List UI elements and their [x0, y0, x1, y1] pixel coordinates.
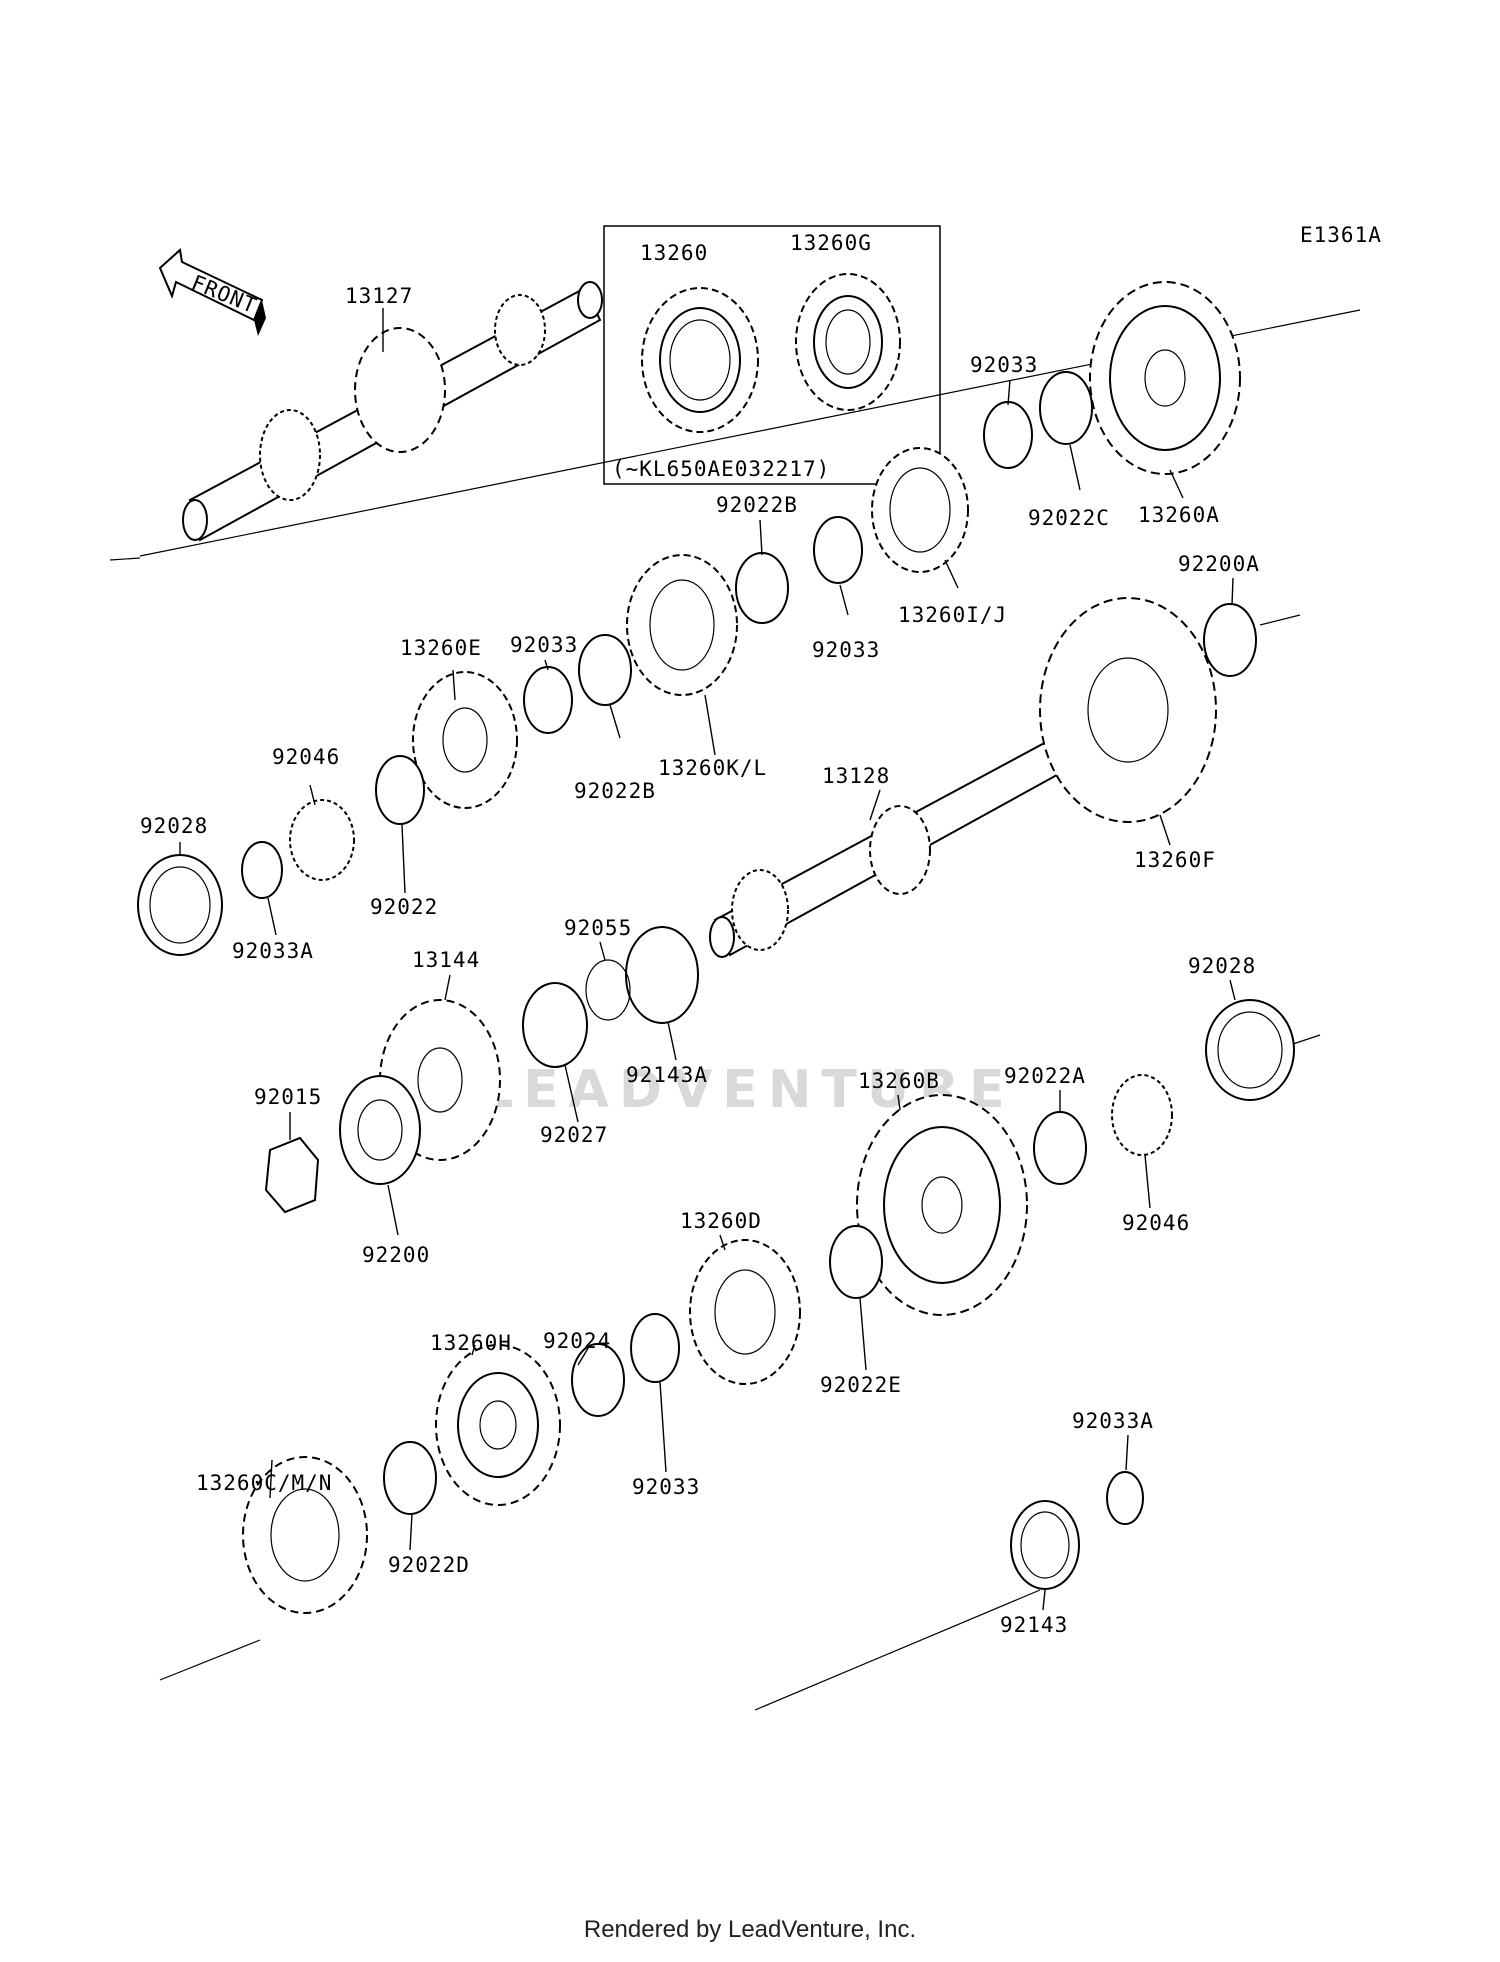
label-13260i-j: 13260I/J	[898, 603, 1007, 627]
label-13260k-l: 13260K/L	[658, 756, 767, 780]
input-shaft-13127	[182, 281, 603, 542]
front-label: FRONT	[188, 270, 260, 318]
label-92055: 92055	[564, 916, 632, 940]
label-13260e: 13260E	[400, 636, 482, 660]
label-92033a: 92033A	[1072, 1409, 1154, 1433]
output-shaft-13128	[709, 738, 1068, 958]
label-92015: 92015	[254, 1085, 322, 1109]
label-92022b: 92022B	[716, 493, 798, 517]
label-92143a: 92143A	[626, 1063, 708, 1087]
label-92033: 92033	[510, 633, 578, 657]
label-92200a: 92200A	[1178, 552, 1260, 576]
label-92022d: 92022D	[388, 1553, 470, 1577]
label-92028: 92028	[1188, 954, 1256, 978]
footer-credit: Rendered by LeadVenture, Inc.	[583, 1916, 917, 1943]
label-13144: 13144	[412, 948, 480, 972]
part-labels: 13127 92033 13260A 92022C 92022B 92033 1…	[140, 284, 1260, 1637]
gear-icon	[641, 287, 759, 433]
label-92033: 92033	[970, 353, 1038, 377]
leader-lines	[179, 308, 1236, 1611]
inset-label-13260g: 13260G	[790, 231, 872, 255]
label-92022e: 92022E	[820, 1373, 902, 1397]
label-92033: 92033	[632, 1475, 700, 1499]
label-13128: 13128	[822, 764, 890, 788]
label-92022a: 92022A	[1004, 1064, 1086, 1088]
label-13260f: 13260F	[1134, 848, 1216, 872]
label-92027: 92027	[540, 1123, 608, 1147]
label-92200: 92200	[362, 1243, 430, 1267]
label-92022c: 92022C	[1028, 506, 1110, 530]
label-92022: 92022	[370, 895, 438, 919]
label-13260b: 13260B	[858, 1069, 940, 1093]
diagram-id: E1361A	[1300, 223, 1382, 247]
label-13260a: 13260A	[1138, 503, 1220, 527]
label-92143: 92143	[1000, 1613, 1068, 1637]
label-13127: 13127	[345, 284, 413, 308]
label-92028: 92028	[140, 814, 208, 838]
gear-icon	[795, 273, 901, 411]
label-92033a: 92033A	[232, 939, 314, 963]
label-13260h: 13260H	[430, 1331, 512, 1355]
label-13260d: 13260D	[680, 1209, 762, 1233]
inset-box: 13260 13260G (~KL650AE032217)	[603, 225, 941, 485]
label-92033: 92033	[812, 638, 880, 662]
label-92046: 92046	[1122, 1211, 1190, 1235]
front-arrow-icon: FRONT	[158, 248, 266, 336]
inset-label-13260: 13260	[640, 241, 708, 265]
label-13260c-m-n: 13260C/M/N	[196, 1471, 332, 1495]
label-92024: 92024	[543, 1329, 611, 1353]
inset-note: (~KL650AE032217)	[612, 457, 830, 481]
label-92022b: 92022B	[574, 779, 656, 803]
label-92046: 92046	[272, 745, 340, 769]
part-shapes	[137, 281, 1295, 1614]
